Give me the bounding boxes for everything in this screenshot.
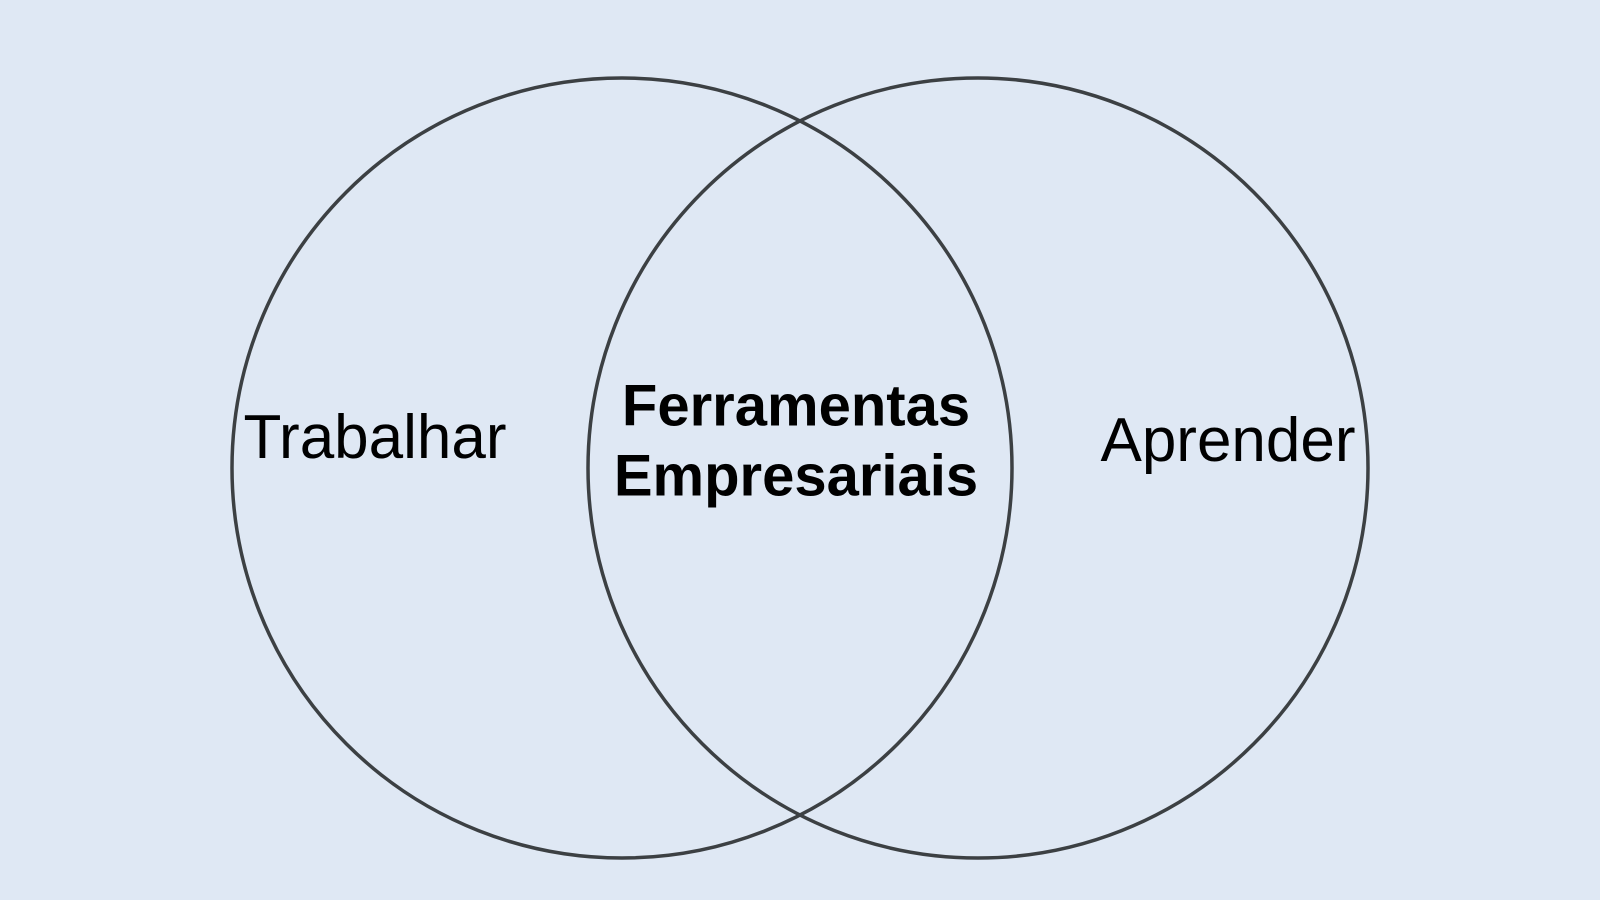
left-circle-shape	[230, 76, 1014, 860]
overlap-label-line2: Empresariais	[613, 443, 979, 508]
overlap-label: Ferramentas Empresariais	[614, 371, 978, 510]
right-circle-label: Aprender	[1100, 405, 1356, 475]
overlap-label-line1: Ferramentas	[621, 373, 971, 439]
left-circle-label: Trabalhar	[243, 402, 507, 472]
right-circle-shape	[586, 76, 1370, 860]
